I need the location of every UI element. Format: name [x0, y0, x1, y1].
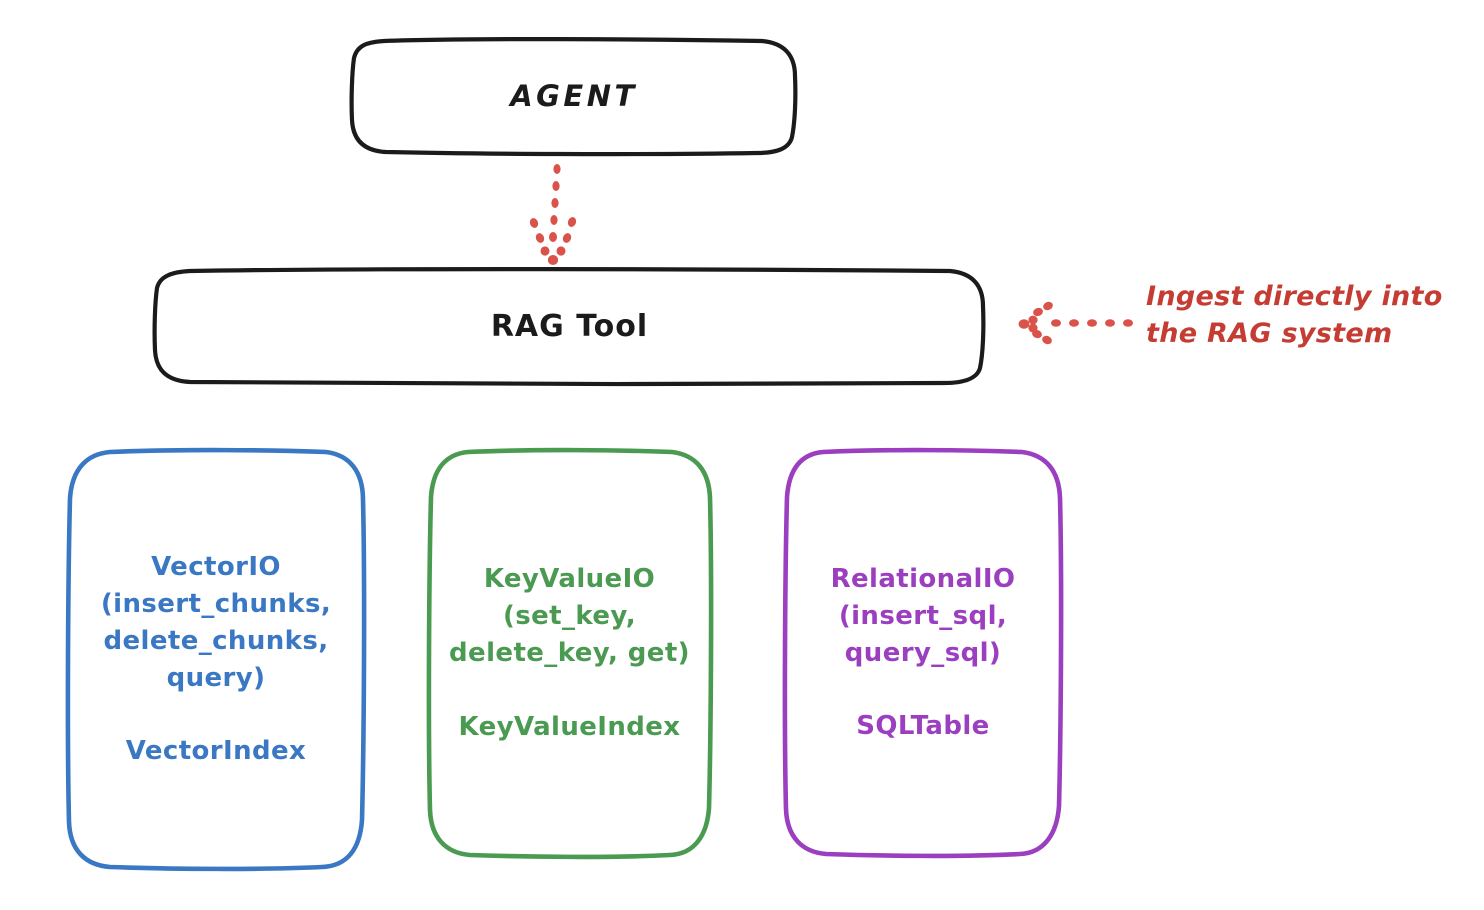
- relational-io-label: RelationalIO (insert_sql, query_sql) SQL…: [830, 563, 1016, 742]
- relational-io-box-outline: [782, 447, 1064, 859]
- rag-tool-box-outline: [152, 267, 986, 387]
- agent-node[interactable]: AGENT: [352, 40, 796, 153]
- agent-box-outline: [349, 37, 798, 157]
- key-value-io-box-outline: [426, 447, 714, 860]
- rag-tool-node[interactable]: RAG Tool: [155, 270, 984, 383]
- agent-to-rag-arrow: [529, 164, 577, 265]
- key-value-io-node[interactable]: KeyValueIO (set_key, delete_key, get) Ke…: [428, 450, 711, 857]
- rag-tool-label: RAG Tool: [490, 309, 649, 344]
- relational-io-node[interactable]: RelationalIO (insert_sql, query_sql) SQL…: [785, 450, 1061, 856]
- ingest-annotation-text: Ingest directly into the RAG system: [1146, 281, 1443, 350]
- ingest-to-rag-arrow: [1018, 301, 1133, 345]
- key-value-io-label: KeyValueIO (set_key, delete_key, get) Ke…: [449, 564, 690, 742]
- vector-io-box-outline: [65, 447, 367, 872]
- vector-io-label: VectorIO (insert_chunks, delete_chunks, …: [100, 551, 332, 767]
- agent-label: AGENT: [510, 78, 638, 113]
- vector-io-node[interactable]: VectorIO (insert_chunks, delete_chunks, …: [68, 450, 364, 869]
